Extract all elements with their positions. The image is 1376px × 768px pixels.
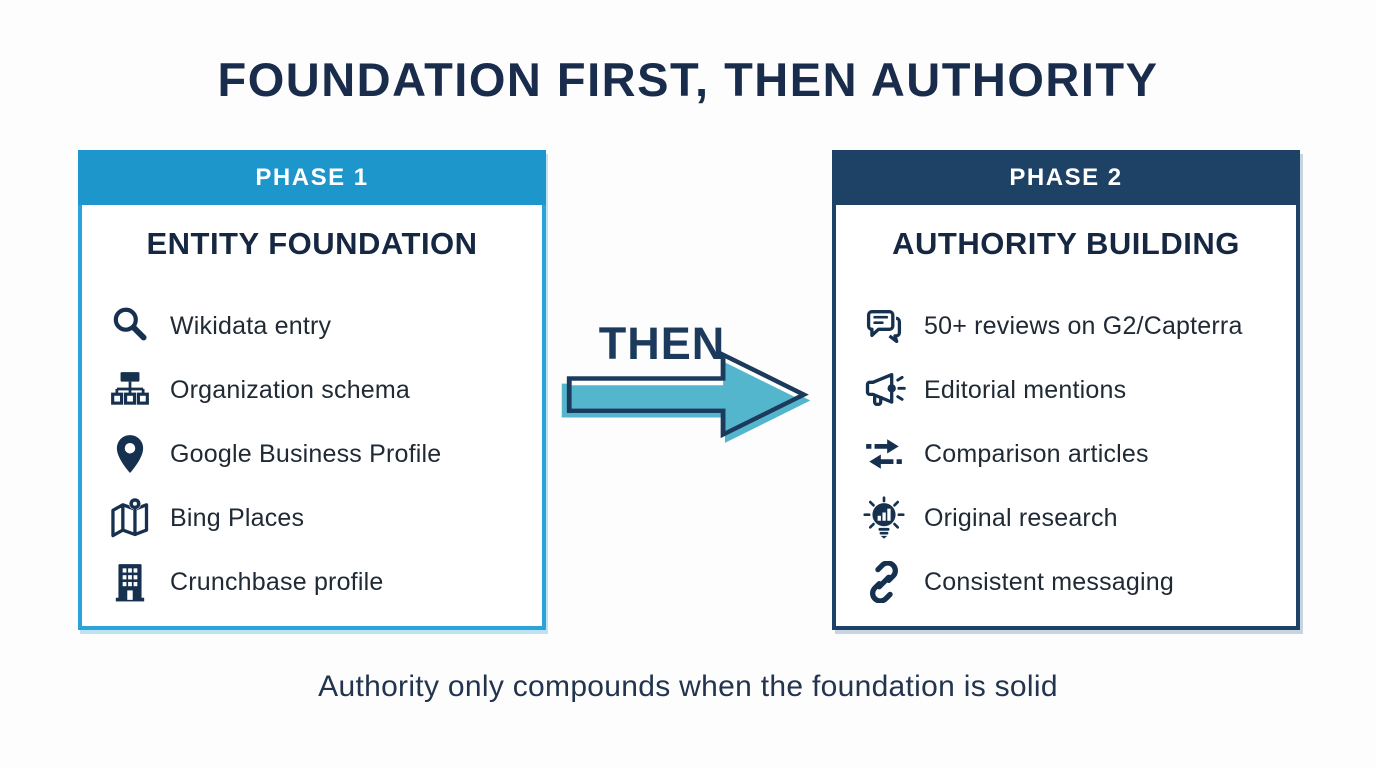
list-item: Editorial mentions — [836, 358, 1296, 422]
list-item-label: 50+ reviews on G2/Capterra — [924, 311, 1243, 340]
phase2-item-list: 50+ reviews on G2/Capterra Editorial men… — [836, 294, 1296, 614]
megaphone-icon — [860, 367, 908, 413]
page-title: FOUNDATION FIRST, THEN AUTHORITY — [217, 53, 1159, 106]
map-pin-icon — [106, 431, 154, 477]
list-item-label: Organization schema — [170, 375, 411, 404]
search-icon — [106, 303, 154, 349]
list-item: Organization schema — [82, 358, 542, 422]
list-item-label: Crunchbase profile — [170, 567, 384, 596]
caption-text: Authority only compounds when the founda… — [318, 670, 1058, 703]
org-chart-icon — [106, 367, 154, 413]
phase1-item-list: Wikidata entry Organization schema — [82, 294, 542, 614]
list-item: Comparison articles — [836, 422, 1296, 486]
phase2-card: PHASE 2 AUTHORITY BUILDING 50+ reviews o… — [832, 150, 1300, 630]
list-item-label: Editorial mentions — [924, 375, 1127, 404]
then-label: THEN — [598, 318, 726, 369]
list-item: 50+ reviews on G2/Capterra — [836, 294, 1296, 358]
link-icon — [860, 559, 908, 605]
phase1-heading: ENTITY FOUNDATION — [146, 226, 478, 261]
list-item-label: Wikidata entry — [170, 311, 332, 340]
map-icon — [106, 495, 154, 541]
list-item: Wikidata entry — [82, 294, 542, 358]
phase2-badge: PHASE 2 — [832, 150, 1300, 205]
chat-bubbles-icon — [860, 303, 908, 349]
phase1-badge: PHASE 1 — [78, 150, 546, 205]
lightbulb-idea-icon — [860, 495, 908, 541]
swap-arrows-icon — [860, 431, 908, 477]
list-item-label: Consistent messaging — [924, 567, 1174, 596]
list-item-label: Comparison articles — [924, 439, 1149, 468]
list-item: Consistent messaging — [836, 550, 1296, 614]
list-item-label: Google Business Profile — [170, 439, 442, 468]
list-item-label: Bing Places — [170, 503, 305, 532]
list-item: Bing Places — [82, 486, 542, 550]
phase2-heading: AUTHORITY BUILDING — [892, 226, 1240, 261]
phase1-card: PHASE 1 ENTITY FOUNDATION Wikidata entry — [78, 150, 546, 630]
building-icon — [106, 559, 154, 605]
arrow-right-icon — [561, 351, 811, 443]
list-item: Original research — [836, 486, 1296, 550]
list-item-label: Original research — [924, 503, 1118, 532]
list-item: Google Business Profile — [82, 422, 542, 486]
list-item: Crunchbase profile — [82, 550, 542, 614]
